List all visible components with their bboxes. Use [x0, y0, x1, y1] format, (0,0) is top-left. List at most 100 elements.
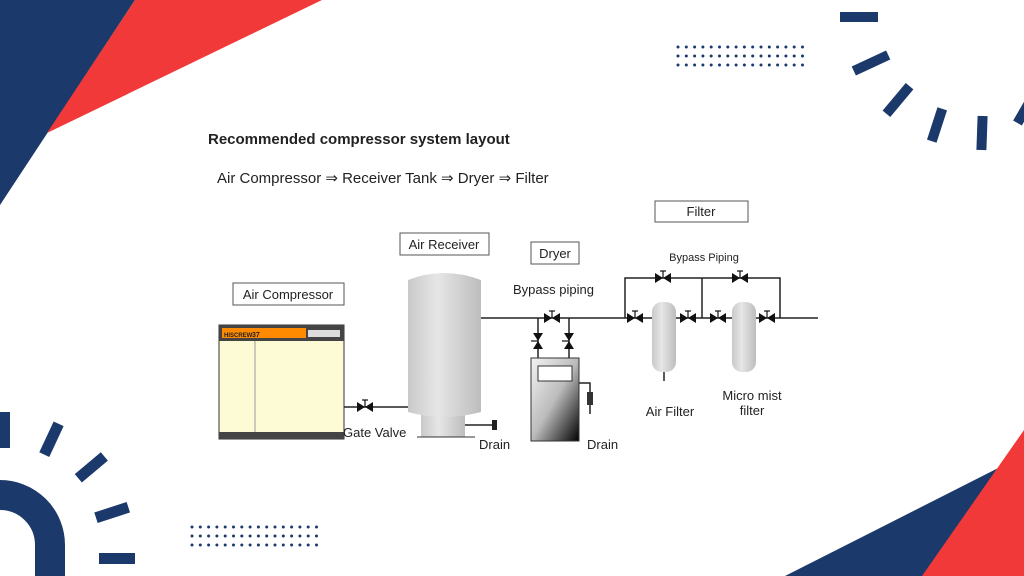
dot: [281, 525, 285, 529]
dot: [701, 54, 705, 58]
dot: [718, 45, 721, 49]
dot: [256, 543, 260, 547]
dot: [767, 54, 771, 58]
dot: [248, 525, 252, 529]
dot: [784, 63, 788, 67]
dot: [784, 54, 788, 58]
dot: [701, 63, 705, 67]
dot: [315, 525, 318, 529]
dot: [232, 534, 235, 538]
dot: [298, 543, 302, 547]
gate-valve-label: Gate Valve: [343, 425, 406, 440]
dot: [684, 54, 688, 58]
dot: [223, 534, 227, 538]
dot: [776, 45, 780, 49]
air-compressor-unit: HISCREW 37: [218, 324, 345, 440]
dot: [248, 534, 252, 538]
dot: [290, 534, 294, 538]
dot: [315, 534, 318, 538]
dot: [273, 534, 277, 538]
dot: [693, 54, 697, 58]
dot: [792, 54, 796, 58]
dryer-label: Dryer: [539, 246, 571, 261]
dot: [273, 525, 277, 529]
dot: [742, 45, 746, 49]
dot: [265, 543, 269, 547]
dot: [801, 54, 804, 58]
dot: [734, 45, 738, 49]
valve-icon: [758, 310, 776, 324]
dot: [232, 525, 235, 529]
receiver-drain-label: Drain: [479, 437, 510, 452]
valve-icon: [626, 310, 644, 324]
dot: [198, 534, 202, 538]
dot: [240, 534, 244, 538]
dryer-unit: [530, 357, 580, 442]
red-corner-shape-br: [922, 430, 1024, 576]
compressor-model: 37: [252, 332, 260, 339]
dot: [776, 54, 780, 58]
sunburst-top-right: [840, 12, 1024, 151]
dryer-drain-label: Drain: [587, 437, 618, 452]
dot: [709, 54, 713, 58]
dot: [726, 63, 730, 67]
dot: [776, 63, 780, 67]
dot: [306, 534, 310, 538]
dryer-bypass-label: Bypass piping: [513, 282, 594, 297]
dot: [248, 543, 252, 547]
dot: [207, 543, 211, 547]
dot: [726, 45, 730, 49]
air-compressor-label: Air Compressor: [243, 287, 334, 302]
dot: [751, 45, 755, 49]
dot: [759, 54, 763, 58]
air-receiver-tank: [408, 273, 481, 438]
compressor-brand: HISCREW: [224, 333, 253, 339]
dot: [207, 525, 211, 529]
dot: [676, 45, 680, 49]
dot: [742, 63, 746, 67]
filter-bypass-valve-icon: [731, 270, 749, 284]
piping: [344, 277, 818, 426]
valve-icon: [709, 310, 727, 324]
dot: [240, 543, 244, 547]
dot: [792, 45, 796, 49]
filter-label: Filter: [687, 204, 717, 219]
dot: [709, 45, 713, 49]
dot: [215, 525, 219, 529]
dot: [240, 525, 244, 529]
dot: [693, 45, 697, 49]
dot: [726, 54, 730, 58]
dot-grid-top: [676, 45, 804, 67]
dot: [298, 525, 302, 529]
dot: [223, 543, 227, 547]
dot: [759, 63, 763, 67]
dot: [718, 63, 721, 67]
air-filter-vessel: [652, 302, 676, 372]
dot: [801, 63, 804, 67]
filter-bypass-label: Bypass Piping: [669, 252, 739, 264]
dot: [742, 54, 746, 58]
dot: [290, 543, 294, 547]
red-corner-shape: [47, 0, 322, 133]
dot: [265, 525, 269, 529]
dot: [767, 45, 771, 49]
dot: [298, 534, 302, 538]
dot: [306, 543, 310, 547]
dot: [281, 543, 285, 547]
micro-mist-label: Micro mist: [722, 388, 782, 403]
sunburst-bottom-left: [0, 412, 135, 576]
dot: [256, 534, 260, 538]
dot: [198, 525, 202, 529]
dot: [273, 543, 277, 547]
dot: [734, 63, 738, 67]
dot: [198, 543, 202, 547]
dot: [759, 45, 763, 49]
dot: [693, 63, 697, 67]
dot: [190, 543, 194, 547]
flow-description: Air Compressor ⇒ Receiver Tank ⇒ Dryer ⇒…: [217, 170, 549, 187]
dot: [290, 525, 294, 529]
dot: [751, 63, 755, 67]
dot: [784, 45, 788, 49]
dot: [223, 525, 227, 529]
